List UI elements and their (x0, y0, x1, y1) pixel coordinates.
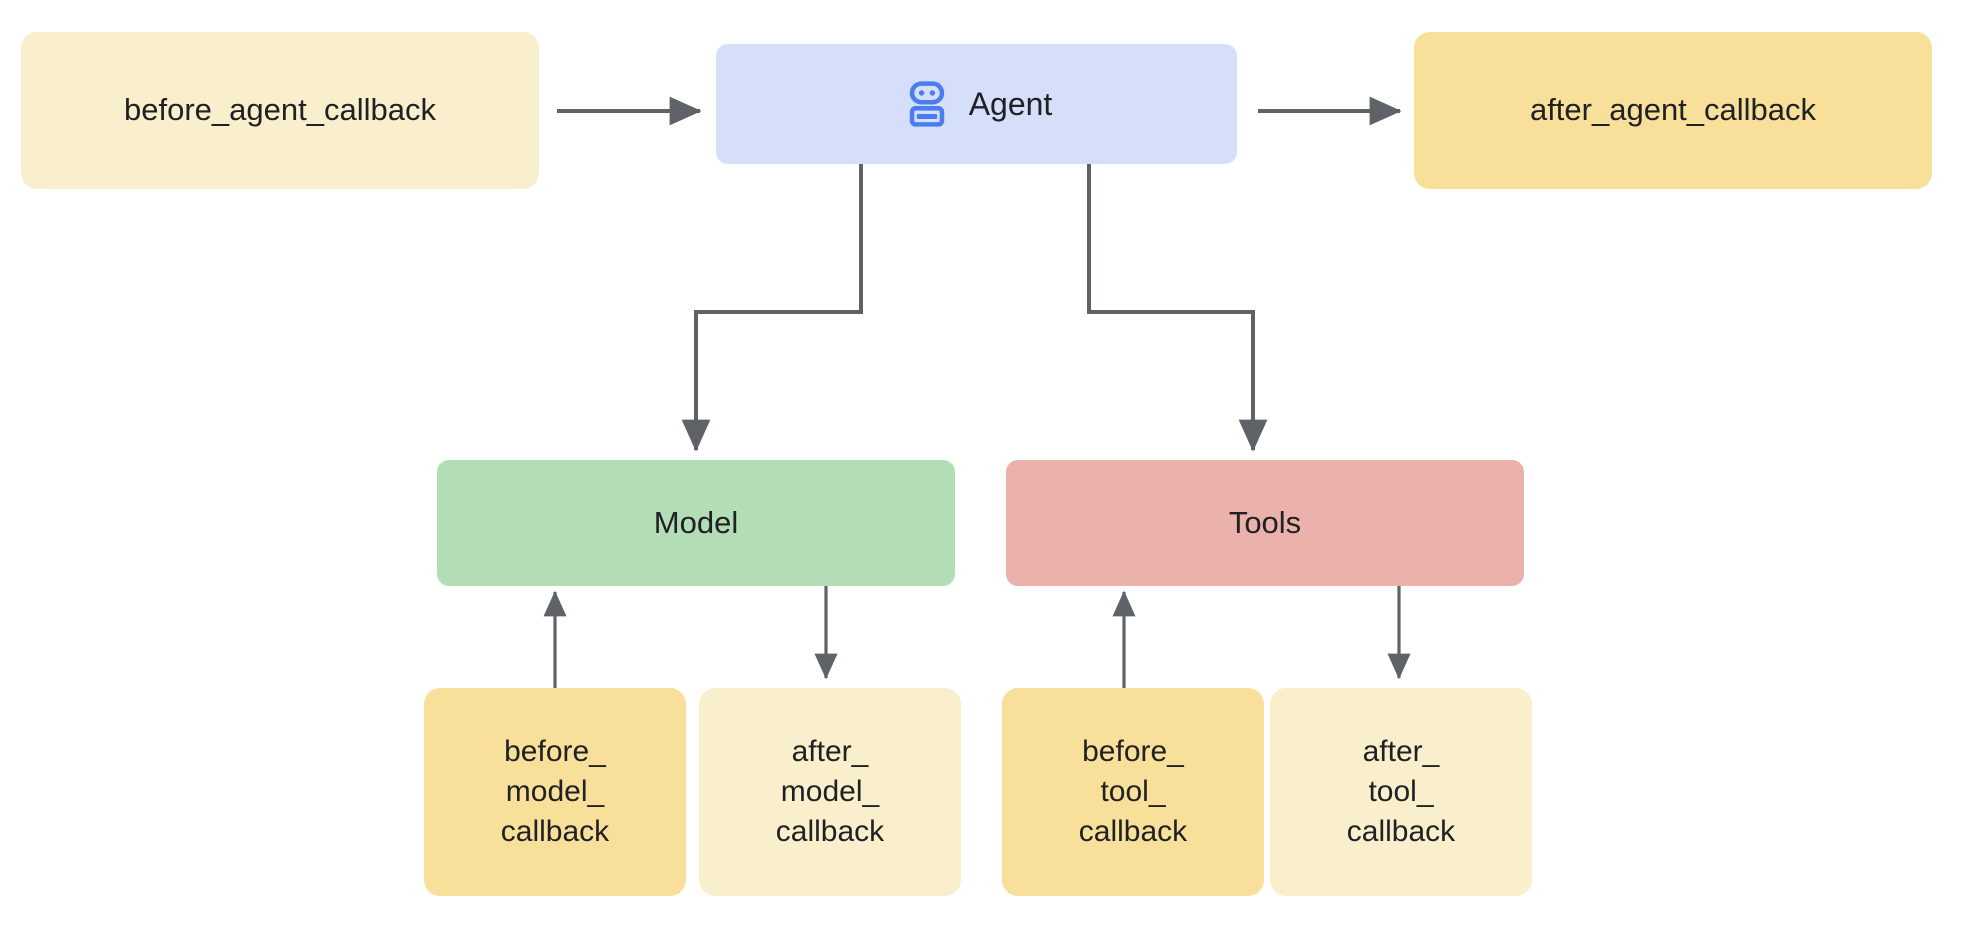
robot-icon (909, 81, 944, 127)
edge-agent-to-tools (1087, 164, 1268, 452)
tools-label: Tools (1228, 504, 1302, 540)
node-before-model-callback[interactable]: before_ model_ callback (424, 688, 686, 896)
before-model-callback-line-1: before_ (504, 735, 606, 769)
node-after-agent-callback[interactable]: after_agent_callback (1414, 32, 1932, 189)
agent-content: Agent (901, 78, 1053, 130)
node-tools[interactable]: Tools (1006, 460, 1524, 586)
agent-label: Agent (968, 85, 1053, 122)
before-tool-callback-line-3: callback (1078, 814, 1188, 848)
before-model-callback-line-2: model_ (505, 775, 605, 809)
after-model-callback-line-3: callback (775, 814, 885, 848)
after-tool-callback-line-1: after_ (1362, 735, 1440, 769)
before-tool-callback-line-2: tool_ (1100, 775, 1166, 809)
before-model-callback-label: before_ model_ callback (501, 732, 609, 852)
node-after-tool-callback[interactable]: after_ tool_ callback (1270, 688, 1532, 896)
after-model-callback-line-2: model_ (780, 775, 880, 809)
model-label: Model (653, 504, 739, 540)
before-tool-callback-line-1: before_ (1082, 735, 1184, 769)
after-tool-callback-line-2: tool_ (1368, 775, 1434, 809)
after-model-callback-line-1: after_ (791, 735, 869, 769)
node-before-tool-callback[interactable]: before_ tool_ callback (1002, 688, 1264, 896)
before-model-callback-line-3: callback (500, 814, 610, 848)
after-tool-callback-line-3: callback (1346, 814, 1456, 848)
node-model[interactable]: Model (437, 460, 955, 586)
after-agent-callback-label: after_agent_callback (1529, 92, 1817, 128)
node-agent[interactable]: Agent (716, 44, 1237, 164)
before-agent-callback-label: before_agent_callback (124, 92, 436, 128)
before-tool-callback-label: before_ tool_ callback (1079, 732, 1187, 852)
node-before-agent-callback[interactable]: before_agent_callback (21, 32, 539, 189)
node-after-model-callback[interactable]: after_ model_ callback (699, 688, 961, 896)
edge-agent-to-model (681, 164, 863, 452)
after-tool-callback-label: after_ tool_ callback (1347, 732, 1455, 852)
after-model-callback-label: after_ model_ callback (776, 732, 884, 852)
